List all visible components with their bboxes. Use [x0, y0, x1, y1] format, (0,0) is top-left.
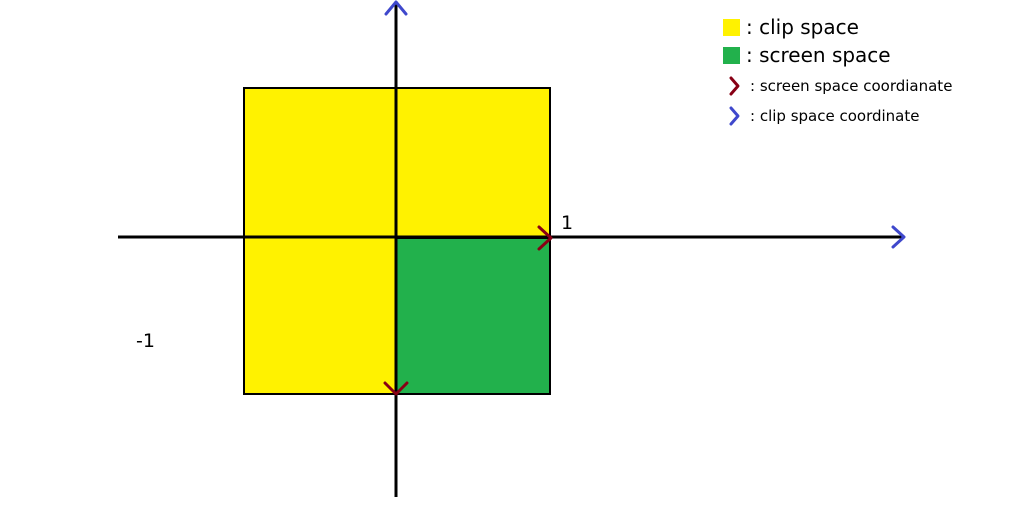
- legend: : clip space : screen space : screen spa…: [723, 15, 952, 126]
- legend-screen-space-label: : screen space: [746, 43, 891, 67]
- legend-clip-coord-label: : clip space coordinate: [750, 107, 919, 125]
- x-tick-label-1: 1: [561, 212, 573, 234]
- legend-clip-coord-arrow-icon: [729, 106, 740, 126]
- legend-clip-space-label: : clip space: [746, 15, 859, 39]
- legend-screen-coord-label: : screen space coordianate: [750, 77, 952, 95]
- clip-y-axis-arrowhead: [384, 0, 408, 16]
- clip-x-axis-arrowhead: [891, 225, 906, 249]
- y-tick-label-neg-1: -1: [136, 330, 155, 352]
- screen-y-axis-arrowhead: [383, 381, 409, 396]
- legend-screen-coord-arrow-icon: [729, 76, 740, 96]
- screen-space-square: [395, 237, 551, 395]
- legend-clip-space-swatch: [723, 19, 740, 36]
- legend-screen-space-swatch: [723, 47, 740, 64]
- screen-x-axis-arrowhead: [537, 225, 553, 251]
